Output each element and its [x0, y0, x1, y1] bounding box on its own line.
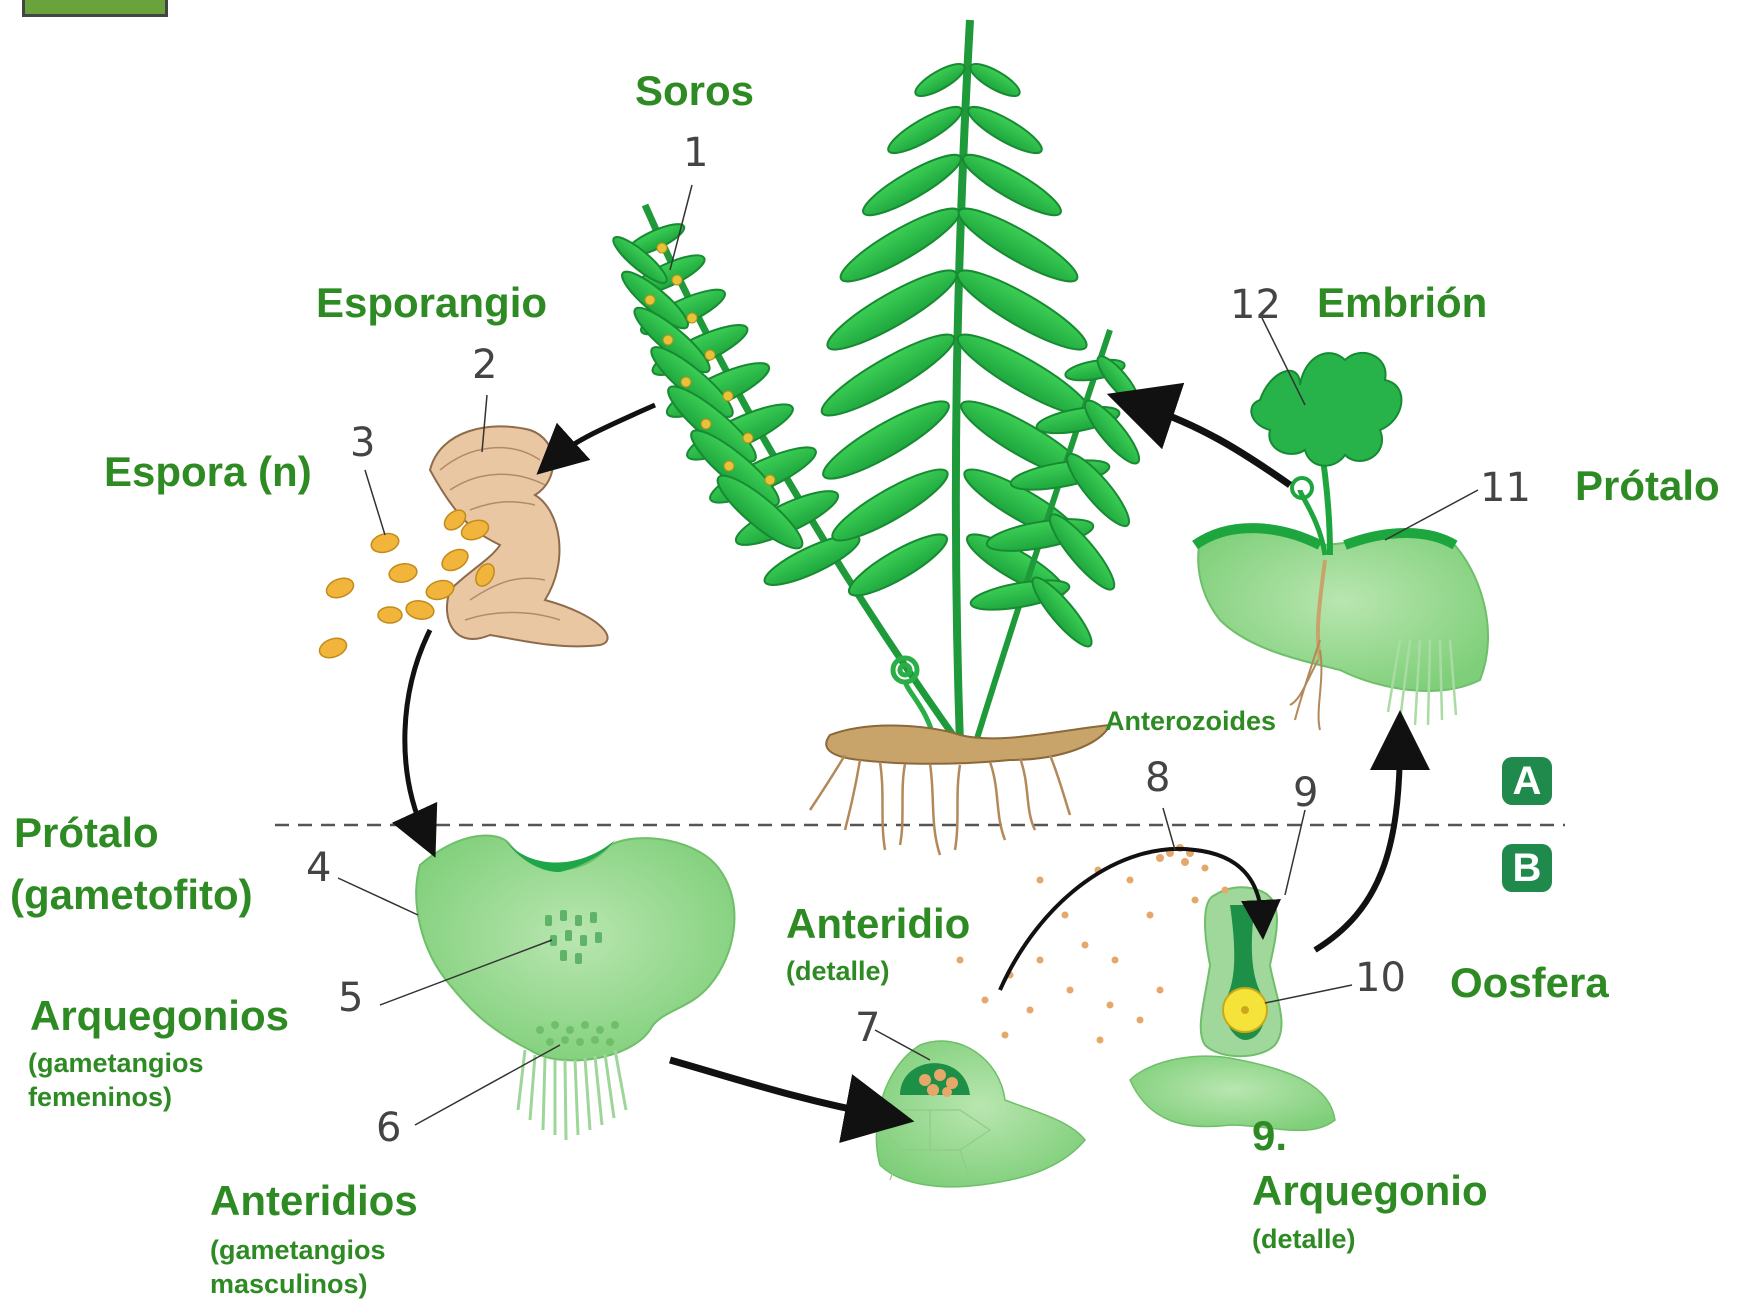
- prothallus-gametophyte: [416, 835, 734, 1140]
- label-soros: Soros: [635, 70, 754, 112]
- young-sporophyte-embryo: [1195, 353, 1488, 730]
- label-arquegonio-num: 9.: [1252, 1115, 1287, 1157]
- label-anteridios: Anteridios: [210, 1180, 418, 1222]
- number-2: 2: [472, 342, 497, 388]
- number-9: 9: [1293, 770, 1318, 816]
- archegonium-detail: [1130, 887, 1335, 1130]
- label-espora: Espora (n): [104, 451, 312, 493]
- label-arquegonios-sub2: femeninos): [28, 1081, 172, 1115]
- label-arquegonios-sub1: (gametangios: [28, 1047, 204, 1081]
- number-1: 1: [683, 130, 708, 176]
- antheridium-detail: [876, 1041, 1085, 1187]
- number-4: 4: [306, 845, 331, 891]
- label-anteridio: Anteridio: [786, 903, 970, 945]
- label-arquegonio: Arquegonio: [1252, 1170, 1488, 1212]
- label-esporangio: Esporangio: [316, 282, 547, 324]
- label-protalo-right: Prótalo: [1575, 465, 1720, 507]
- label-anteridios-sub2: masculinos): [210, 1268, 368, 1302]
- label-arquegonios: Arquegonios: [30, 995, 289, 1037]
- label-gametofito: (gametofito): [10, 874, 253, 916]
- number-12: 12: [1230, 282, 1281, 328]
- sporangium: [430, 426, 608, 646]
- number-8: 8: [1145, 755, 1170, 801]
- number-10: 10: [1355, 955, 1406, 1001]
- fern-frond-center: [814, 20, 1098, 745]
- badge-a: A: [1502, 757, 1552, 805]
- antherozoids: [957, 844, 1229, 1044]
- number-7: 7: [855, 1005, 880, 1051]
- label-embrion: Embrión: [1317, 282, 1487, 324]
- number-6: 6: [376, 1105, 401, 1151]
- label-protalo-left: Prótalo: [14, 812, 159, 854]
- corner-box: [22, 0, 168, 17]
- label-anteridios-sub1: (gametangios: [210, 1234, 386, 1268]
- rhizome: [810, 725, 1110, 855]
- label-oosfera: Oosfera: [1450, 962, 1609, 1004]
- number-11: 11: [1480, 465, 1531, 511]
- label-anteridio-detalle: (detalle): [786, 955, 890, 989]
- label-anterozoides: Anterozoides: [1105, 705, 1276, 739]
- number-5: 5: [338, 975, 363, 1021]
- badge-b: B: [1502, 844, 1552, 892]
- label-arquegonio-detalle: (detalle): [1252, 1223, 1356, 1257]
- number-3: 3: [350, 420, 375, 466]
